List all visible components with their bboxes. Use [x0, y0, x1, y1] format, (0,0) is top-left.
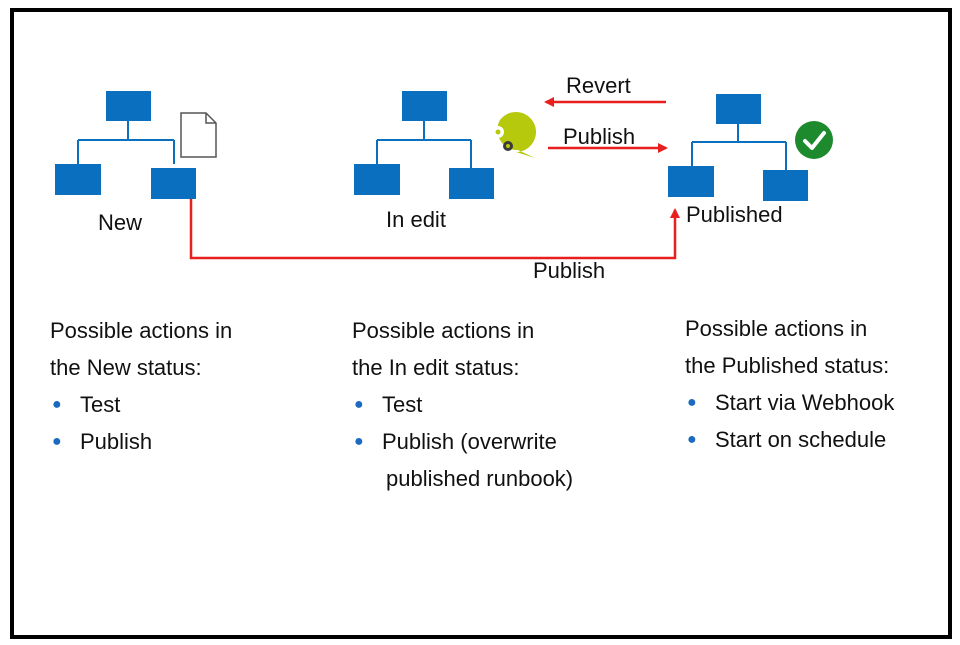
column-title: Possible actions in	[685, 316, 868, 341]
list-item: ●Start via Webhook	[687, 390, 895, 415]
runbook-tree-published	[668, 94, 808, 201]
actions-column-published: Possible actions in the Published status…	[685, 310, 894, 458]
actions-column-new: Possible actions in the New status: ●Tes…	[50, 312, 232, 460]
actions-column-in-edit: Possible actions in the In edit status: …	[352, 312, 573, 497]
list-item: published runbook)	[386, 466, 574, 491]
check-icon	[795, 121, 833, 159]
diagram-frame	[10, 8, 952, 639]
publish-new-arrow-label: Publish	[533, 258, 606, 283]
publish-new-arrow	[189, 199, 680, 260]
revert-arrow-label: Revert	[566, 73, 631, 98]
list-item: ●Start on schedule	[687, 427, 887, 452]
state-label-published: Published	[686, 202, 783, 227]
runbook-tree-new	[55, 91, 196, 199]
list-item: ●Publish (overwrite	[354, 429, 557, 454]
document-icon	[180, 112, 217, 158]
state-label-new: New	[98, 210, 143, 235]
column-title: the Published status:	[685, 353, 890, 378]
publish-edit-arrow-label: Publish	[563, 124, 636, 149]
gear-icon	[492, 112, 536, 158]
column-title: Possible actions in	[352, 318, 535, 343]
state-label-in-edit: In edit	[386, 207, 446, 232]
column-title: the New status:	[50, 355, 202, 380]
list-item: ●Publish	[52, 429, 153, 454]
list-item: ●Test	[354, 392, 423, 417]
column-title: Possible actions in	[50, 318, 233, 343]
column-title: the In edit status:	[352, 355, 520, 380]
runbook-tree-in-edit	[354, 91, 494, 199]
list-item: ●Test	[52, 392, 121, 417]
